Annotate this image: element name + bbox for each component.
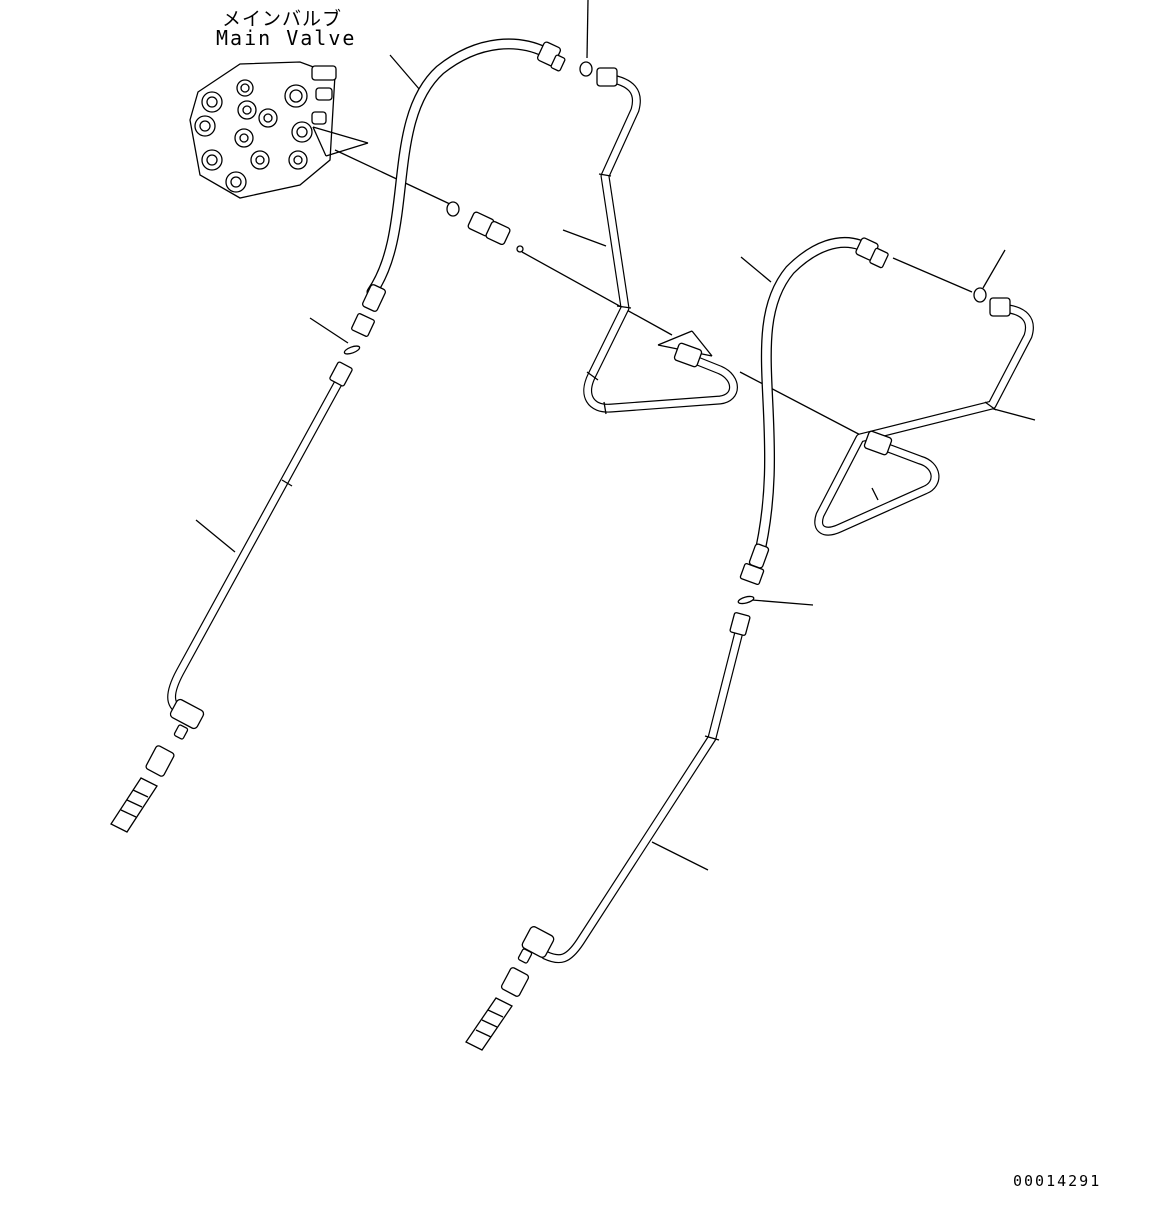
- drawing-number: 00014291: [1013, 1172, 1102, 1190]
- left-tube: [110, 361, 353, 833]
- left-hose: [351, 38, 566, 337]
- right-fitting: [465, 967, 530, 1051]
- right-loop-tube: [814, 287, 1034, 536]
- main-valve-block: [189, 61, 337, 199]
- middle-loop-tube: [583, 67, 738, 415]
- right-tube: [465, 595, 755, 1051]
- right-hose: [739, 237, 889, 586]
- left-fitting: [110, 745, 175, 833]
- main-valve-label-jp: メインバルブ: [222, 8, 343, 30]
- small-parts: [343, 61, 593, 355]
- main-valve-label-en: Main Valve: [216, 26, 357, 50]
